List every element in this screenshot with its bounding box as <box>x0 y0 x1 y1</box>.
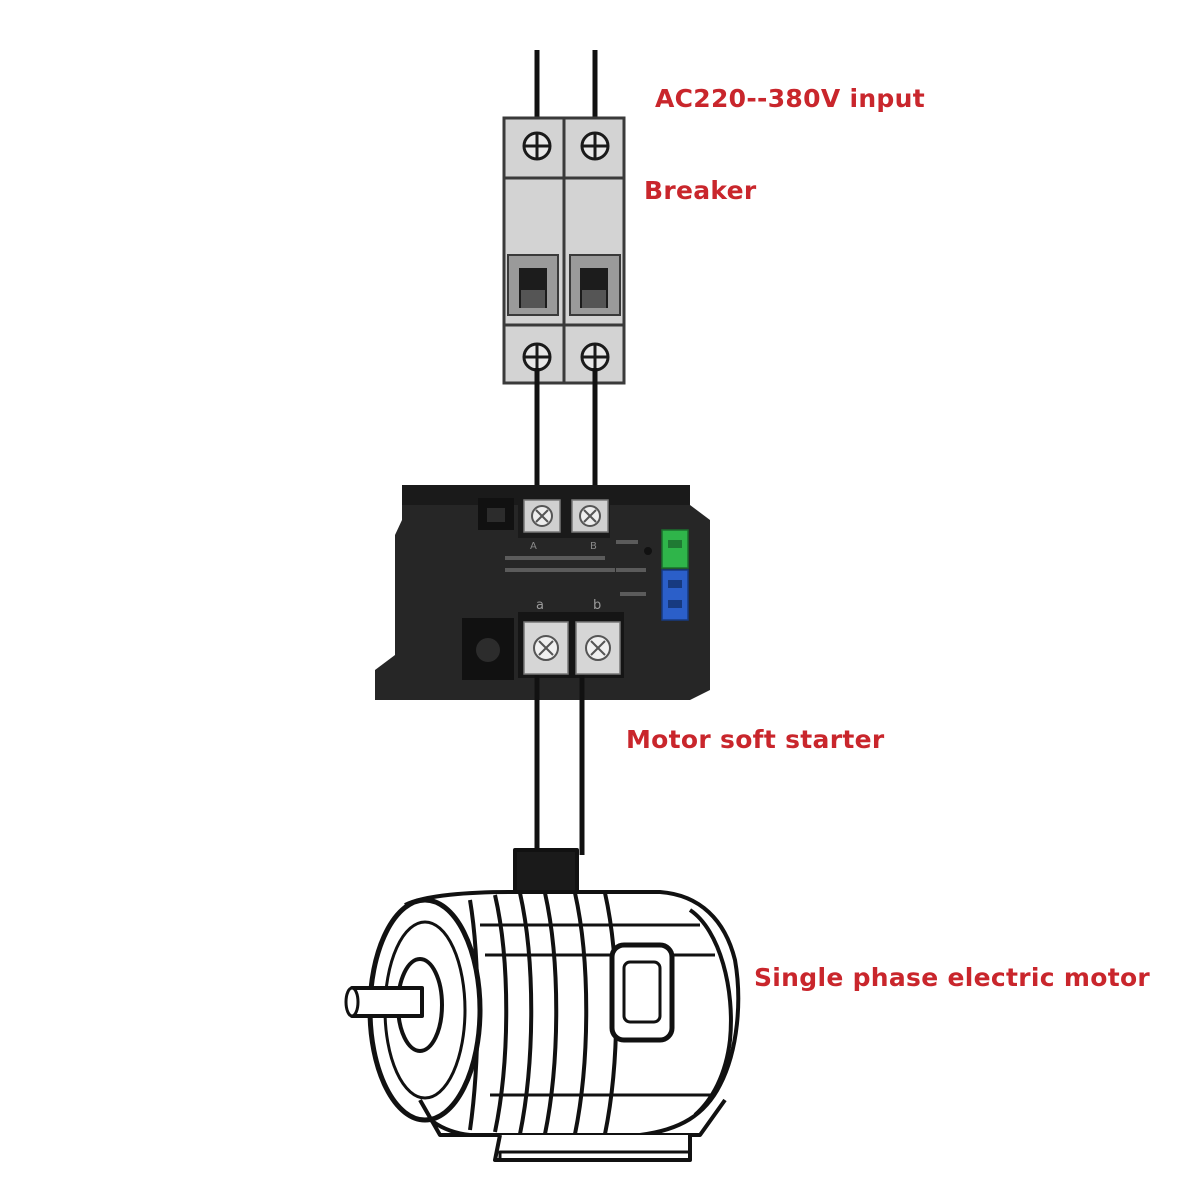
screw-terminal-icon <box>522 131 610 372</box>
breaker-label: Breaker <box>644 176 757 205</box>
screw-terminal-icon <box>531 505 601 527</box>
soft-starter: A B a b <box>375 485 710 700</box>
input-label: AC220--380V input <box>655 84 925 113</box>
motor <box>344 848 741 1162</box>
breaker <box>502 116 626 385</box>
motor-label: Single phase electric motor <box>754 963 1151 992</box>
starter-to-motor-wires <box>534 675 585 855</box>
screw-terminal-icon <box>533 635 611 661</box>
terminal-in-a-label: A <box>530 541 537 552</box>
soft-starter-label: Motor soft starter <box>626 725 885 754</box>
terminal-in-b-label: B <box>590 541 597 552</box>
terminal-out-a-label: a <box>536 598 544 613</box>
shaft-icon <box>344 986 424 1018</box>
terminal-out-b-label: b <box>593 598 601 613</box>
toggle-switch-icon <box>519 268 608 308</box>
